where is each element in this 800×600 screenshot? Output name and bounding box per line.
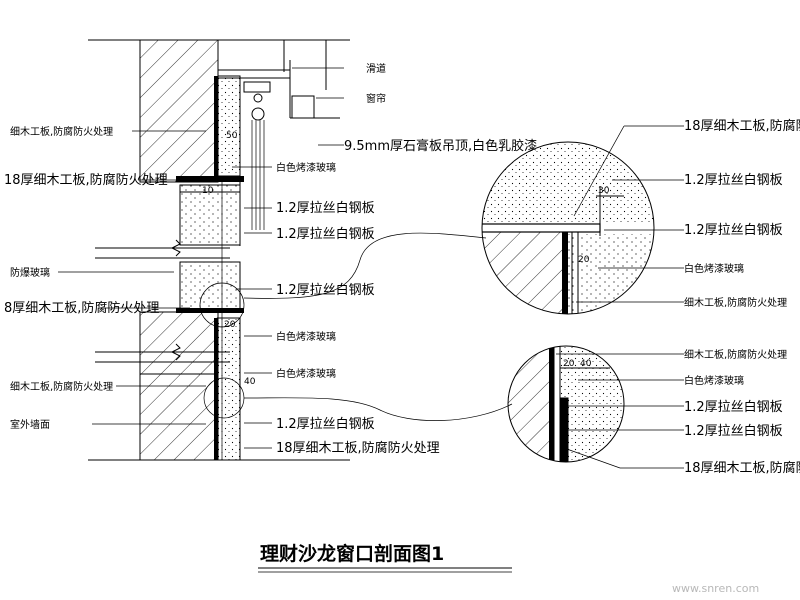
steel-strip-upper — [214, 76, 218, 180]
label-wood-board-left-3: 8厚细木工板,防腐防火处理 — [4, 300, 159, 316]
masonry-block-1 — [179, 184, 241, 246]
label-wood-board-left-1: 细木工板,防腐防火处理 — [10, 125, 113, 138]
label-wood-board-bottom: 18厚细木工板,防腐防火处理 — [276, 440, 440, 456]
detail-top: 30 20 18厚细木工板,防腐防火处理 1.2厚拉丝白钢板 1.2厚拉丝白钢板… — [481, 118, 800, 315]
detail-bottom-label-wood-board-2: 18厚细木工板,防腐防火处理 — [684, 460, 800, 476]
label-white-paint-1: 白色烤漆玻璃 — [276, 161, 336, 174]
steel-strip-lower — [214, 318, 218, 460]
detail-callout-top — [199, 282, 245, 328]
detail-top-label-steel-b: 1.2厚拉丝白钢板 — [684, 222, 783, 238]
detail-top-label-steel-a: 1.2厚拉丝白钢板 — [684, 172, 783, 188]
label-fire-glass: 防爆玻璃 — [10, 266, 50, 279]
drawing-title: 理财沙龙窗口剖面图1 — [260, 542, 444, 565]
concrete-wall-upper — [139, 39, 219, 183]
detail-top-dim-30: 30 — [598, 186, 610, 196]
detail-top-concrete — [482, 224, 564, 314]
masonry-block-2 — [179, 261, 241, 311]
label-wood-board-left-2: 18厚细木工板,防腐防火处理 — [4, 172, 168, 188]
track-roller-1 — [253, 93, 263, 103]
board-lower — [217, 317, 241, 461]
label-gypsum-board: 9.5mm厚石膏板吊顶,白色乳胶漆 — [344, 138, 537, 154]
detail-top-circle — [481, 141, 655, 315]
track-roller-2 — [251, 107, 265, 121]
label-steel-3: 1.2厚拉丝白钢板 — [276, 282, 375, 298]
dim-20: 20 — [224, 320, 236, 330]
detail-top-label-white-paint: 白色烤漆玻璃 — [684, 262, 744, 275]
detail-bottom-label-wood-board: 细木工板,防腐防火处理 — [684, 348, 787, 361]
detail-bottom-label-steel-a: 1.2厚拉丝白钢板 — [684, 399, 783, 415]
detail-bottom-label-steel-b: 1.2厚拉丝白钢板 — [684, 423, 783, 439]
detail-bottom-dim-20: 20 — [563, 359, 575, 369]
label-steel-4: 1.2厚拉丝白钢板 — [276, 416, 375, 432]
label-steel-1: 1.2厚拉丝白钢板 — [276, 200, 375, 216]
detail-bottom-circle — [507, 345, 625, 463]
board-upper — [217, 75, 241, 177]
detail-bottom: 20 40 细木工板,防腐防火处理 白色烤漆玻璃 1.2厚拉丝白钢板 1.2厚拉… — [507, 345, 800, 476]
detail-top-label-wood-board-2: 细木工板,防腐防火处理 — [684, 296, 787, 309]
detail-bottom-label-white-paint: 白色烤漆玻璃 — [684, 374, 744, 387]
label-wood-board-left-4: 细木工板,防腐防火处理 — [10, 380, 113, 393]
dim-50: 50 — [226, 131, 238, 141]
slide-track-box — [243, 81, 271, 93]
main-section: 50 10 20 40 滑道 窗帘 9.5mm厚石膏板吊顶,白色乳胶漆 白色烤漆… — [4, 39, 537, 461]
dim-40: 40 — [244, 377, 256, 387]
concrete-wall-lower — [139, 373, 219, 461]
detail-top-dim-20: 20 — [578, 255, 590, 265]
concrete-wall-middle — [139, 311, 219, 375]
detail-top-label-wood-board: 18厚细木工板,防腐防火处理 — [684, 118, 800, 134]
label-white-paint-2: 白色烤漆玻璃 — [276, 330, 336, 343]
label-curtain: 窗帘 — [366, 92, 386, 105]
label-exterior-wall: 室外墙面 — [10, 418, 50, 431]
detail-top-masonry — [564, 234, 654, 314]
dim-10: 10 — [202, 186, 214, 196]
curtain-box — [291, 95, 315, 119]
detail-bottom-dim-40: 40 — [580, 359, 592, 369]
label-white-paint-3: 白色烤漆玻璃 — [276, 367, 336, 380]
label-slide-track: 滑道 — [366, 62, 386, 75]
sill-bottom — [176, 308, 244, 313]
label-steel-2: 1.2厚拉丝白钢板 — [276, 226, 375, 242]
watermark: www.snren.com — [672, 582, 759, 595]
sill-top — [176, 176, 244, 182]
